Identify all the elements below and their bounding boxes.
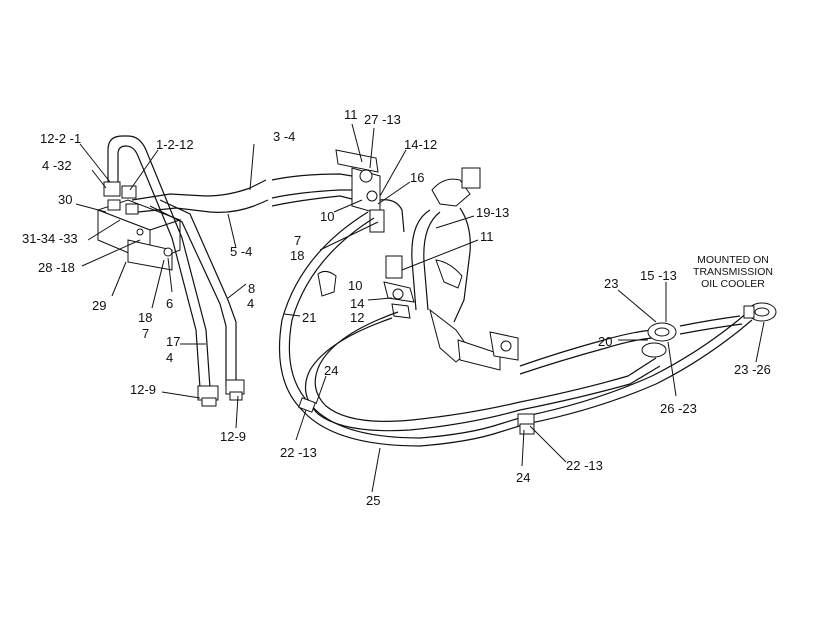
tube-group-left xyxy=(107,135,245,407)
note-line-2: TRANSMISSION xyxy=(693,266,773,278)
center-fitting-cluster xyxy=(335,149,405,233)
right-valve-group xyxy=(411,167,519,371)
tube-group-upper xyxy=(131,173,357,213)
callout-label: 17 xyxy=(166,334,180,349)
callout-label: 22 -13 xyxy=(280,445,317,460)
callout-label: 14 xyxy=(350,296,364,311)
callout-label: 3 -4 xyxy=(273,129,295,144)
callout-label: 20 xyxy=(598,334,612,349)
callout-label: 10 xyxy=(348,278,362,293)
callout-label: 22 -13 xyxy=(566,458,603,473)
callout-label: 11 xyxy=(344,107,358,122)
callout-label: 4 -32 xyxy=(42,158,72,173)
note-line-3: OIL COOLER xyxy=(701,278,765,290)
callout-label: 11 xyxy=(480,229,494,244)
callout-label: 4 xyxy=(247,296,254,311)
callout-label: 24 xyxy=(516,470,530,485)
callout-label: 4 xyxy=(166,350,173,365)
callout-label: 12-2 -1 xyxy=(40,131,81,146)
callout-label: 23 -26 xyxy=(734,362,771,377)
callout-label: 12 xyxy=(350,310,364,325)
callout-label: 27 -13 xyxy=(364,112,401,127)
callout-label: 7 xyxy=(142,326,149,341)
callout-label: 31-34 -33 xyxy=(22,231,78,246)
callout-label: 12-9 xyxy=(220,429,246,444)
callout-label: 18 xyxy=(290,248,304,263)
callout-label: 12-9 xyxy=(130,382,156,397)
hose-loop xyxy=(278,211,753,447)
callout-label: 30 xyxy=(58,192,72,207)
leader-lines xyxy=(75,123,765,493)
callout-label: 18 xyxy=(138,310,152,325)
callout-label: 28 -18 xyxy=(38,260,75,275)
note-line-1: MOUNTED ON xyxy=(697,254,769,266)
mounting-note: MOUNTED ON TRANSMISSION OIL COOLER xyxy=(693,254,773,290)
callout-label: 29 xyxy=(92,298,106,313)
callout-labels: 12-2 -1 1-2-12 3 -4 4 -32 30 31-34 -33 2… xyxy=(22,107,771,508)
callout-label: 23 xyxy=(604,276,618,291)
callout-label: 10 xyxy=(320,209,334,224)
callout-label: 6 xyxy=(166,296,173,311)
fitting-group-center xyxy=(317,255,415,319)
callout-label: 1-2-12 xyxy=(156,137,194,152)
valve-manifold xyxy=(96,181,182,271)
callout-label: 19-13 xyxy=(476,205,509,220)
callout-label: 16 xyxy=(410,170,424,185)
callout-label: 7 xyxy=(294,233,301,248)
callout-label: 5 -4 xyxy=(230,244,252,259)
callout-label: 14-12 xyxy=(404,137,437,152)
oil-cooler-fittings xyxy=(641,302,777,358)
callout-label: 15 -13 xyxy=(640,268,677,283)
callout-label: 25 xyxy=(366,493,380,508)
callout-label: 21 xyxy=(302,310,316,325)
callout-label: 24 xyxy=(324,363,338,378)
callout-label: 8 xyxy=(248,281,255,296)
callout-label: 26 -23 xyxy=(660,401,697,416)
